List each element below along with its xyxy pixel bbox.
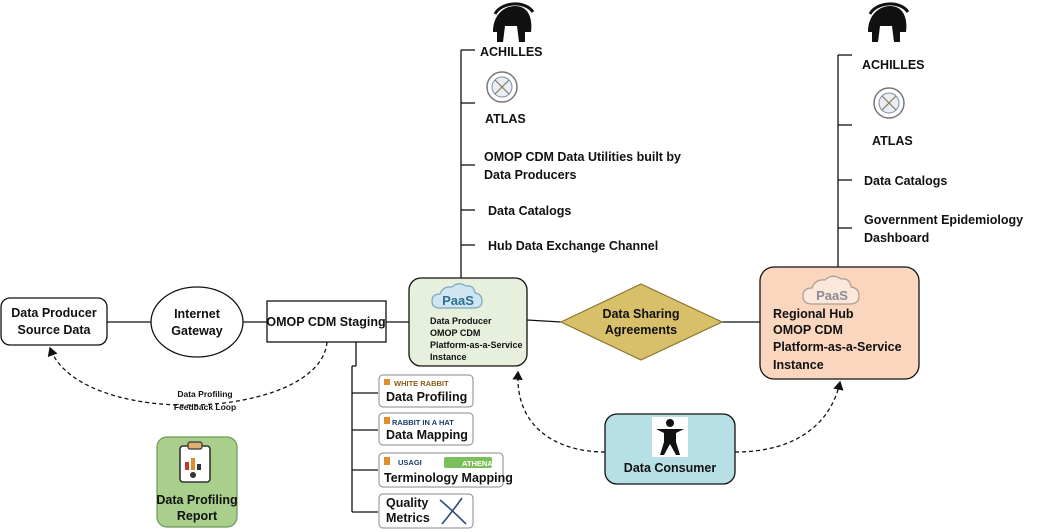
agreements-line2: Agreements <box>605 323 677 337</box>
atlas-globe-icon <box>486 71 518 103</box>
rabbit-in-a-hat-label: Data Mapping <box>386 428 468 442</box>
quality-x-icon <box>439 497 467 525</box>
rabbit-in-a-hat-tool[interactable]: RABBIT IN A HAT Data Mapping <box>378 412 474 446</box>
feedback-line1: Data Profiling <box>177 389 232 399</box>
quality-metrics-tool[interactable]: Quality Metrics <box>378 493 474 529</box>
report-line2: Report <box>177 509 218 523</box>
data-sharing-agreements-node[interactable]: Data Sharing Agreements <box>559 283 724 361</box>
producer-utilities-line2: Data Producers <box>484 168 576 182</box>
rabbit-in-a-hat-brand: RABBIT IN A HAT <box>392 418 454 427</box>
hub-paas-badge: PaaS <box>816 288 848 303</box>
producer-achilles-label: ACHILLES <box>480 45 543 59</box>
source-data-line1: Data Producer <box>11 306 97 320</box>
report-line1: Data Profiling <box>156 493 237 507</box>
hub-dashboard-line1: Government Epidemiology <box>864 213 1023 227</box>
cloud-icon: PaaS <box>431 283 483 309</box>
consumer-to-producer-arrow <box>512 370 606 453</box>
white-rabbit-label: Data Profiling <box>386 390 467 404</box>
producer-paas-line3: Platform-as-a-Service <box>430 340 523 350</box>
hub-paas-line1: Regional Hub <box>773 307 854 321</box>
atlas-globe-icon <box>873 87 905 119</box>
hub-catalogs-label: Data Catalogs <box>864 174 947 188</box>
rabbit-in-a-hat-logo-icon <box>384 417 390 424</box>
hub-paas-node[interactable]: PaaS Regional Hub OMOP CDM Platform-as-a… <box>759 266 920 380</box>
usagi-athena-tool[interactable]: USAGI ATHENA Terminology Mapping <box>378 452 513 488</box>
athena-brand: ATHENA <box>462 459 493 468</box>
usagi-brand: USAGI <box>398 458 422 467</box>
producer-paas-badge: PaaS <box>442 293 474 308</box>
quality-line1: Quality <box>386 496 428 510</box>
producer-paas-line4: Instance <box>430 352 467 362</box>
producer-paas-line2: OMOP CDM <box>430 328 480 338</box>
staging-node[interactable]: OMOP CDM Staging <box>266 300 387 343</box>
spartan-helmet-icon <box>868 2 910 42</box>
person-icon <box>652 417 688 457</box>
white-rabbit-tool[interactable]: WHITE RABBIT Data Profiling <box>378 374 474 408</box>
internet-gateway-node[interactable]: Internet Gateway <box>150 286 244 358</box>
staging-label: OMOP CDM Staging <box>266 315 385 329</box>
hub-achilles-label: ACHILLES <box>862 58 925 72</box>
producer-catalogs-label: Data Catalogs <box>488 204 571 218</box>
white-rabbit-logo-icon <box>384 379 390 385</box>
feedback-loop-arrow <box>47 341 328 406</box>
cloud-icon: PaaS <box>802 275 860 305</box>
source-data-node[interactable]: Data Producer Source Data <box>0 297 108 346</box>
feedback-line2: Feedback Loop <box>174 402 236 412</box>
athena-logo-icon <box>444 457 492 468</box>
profiling-report-node[interactable]: Data Profiling Report <box>156 436 238 528</box>
connector-lines <box>107 49 852 513</box>
producer-paas-node[interactable]: PaaS Data Producer OMOP CDM Platform-as-… <box>408 277 528 367</box>
spartan-helmet-icon <box>493 2 535 42</box>
gateway-line2: Gateway <box>171 324 222 338</box>
agreements-line1: Data Sharing <box>602 307 679 321</box>
usagi-label: Terminology Mapping <box>384 471 513 485</box>
quality-line2: Metrics <box>386 511 430 525</box>
producer-exchange-label: Hub Data Exchange Channel <box>488 239 658 253</box>
clipboard-chart-icon <box>179 441 211 483</box>
producer-utilities-line1: OMOP CDM Data Utilities built by <box>484 150 681 164</box>
hub-paas-line4: Instance <box>773 358 824 372</box>
hub-atlas-label: ATLAS <box>872 134 913 148</box>
hub-dashboard-line2: Dashboard <box>864 231 929 245</box>
hub-paas-line2: OMOP CDM <box>773 323 843 337</box>
source-data-line2: Source Data <box>18 323 92 337</box>
white-rabbit-brand: WHITE RABBIT <box>394 379 449 388</box>
usagi-logo-icon <box>384 457 390 465</box>
consumer-label: Data Consumer <box>624 461 717 475</box>
producer-atlas-label: ATLAS <box>485 112 526 126</box>
consumer-to-hub-arrow <box>734 380 844 453</box>
producer-paas-line1: Data Producer <box>430 316 492 326</box>
data-consumer-node[interactable]: Data Consumer <box>604 413 736 485</box>
hub-paas-line3: Platform-as-a-Service <box>773 340 902 354</box>
gateway-line1: Internet <box>174 307 221 321</box>
